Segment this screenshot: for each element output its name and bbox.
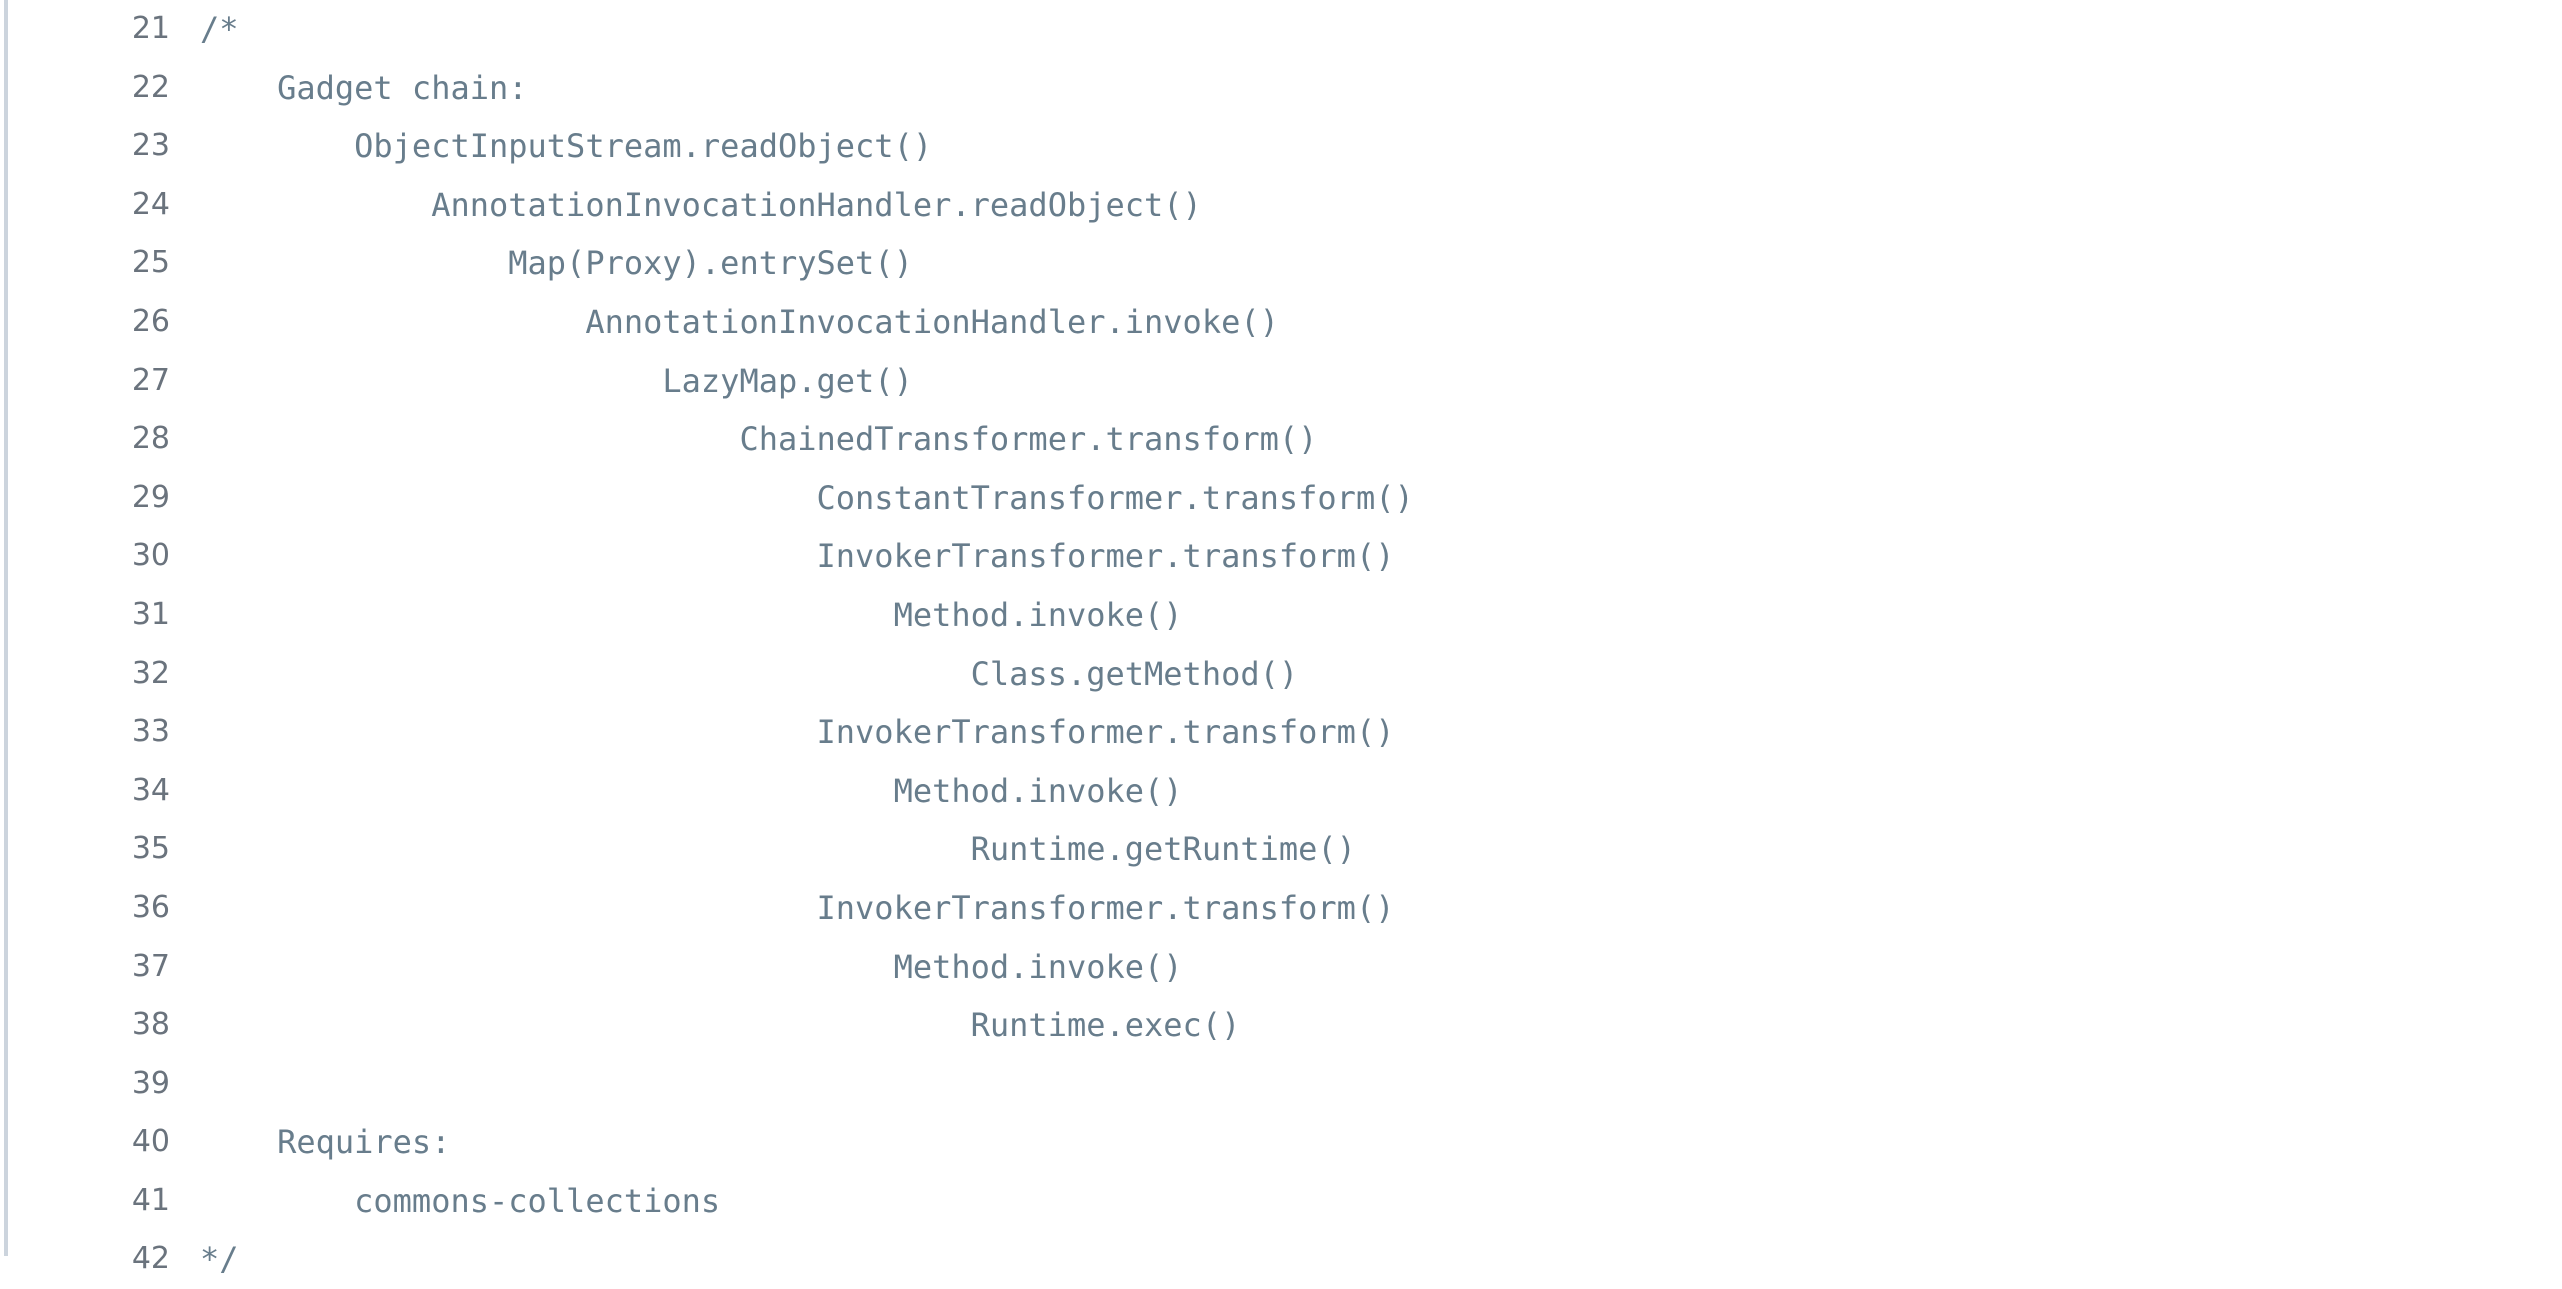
code-line[interactable]: 23 ObjectInputStream.readObject()	[0, 117, 2562, 176]
code-line[interactable]: 37 Method.invoke()	[0, 938, 2562, 997]
line-content[interactable]: Runtime.getRuntime()	[200, 830, 1356, 869]
code-line[interactable]: 27 LazyMap.get()	[0, 352, 2562, 411]
line-number: 22	[131, 69, 170, 105]
line-number: 24	[131, 186, 170, 222]
line-content[interactable]: InvokerTransformer.transform()	[200, 888, 1395, 927]
code-line[interactable]: 42 */	[0, 1230, 2562, 1289]
code-line[interactable]: 31 Method.invoke()	[0, 586, 2562, 645]
code-line[interactable]: 41 commons-collections	[0, 1172, 2562, 1231]
line-content[interactable]: AnnotationInvocationHandler.invoke()	[200, 302, 1279, 341]
code-line[interactable]: 38 Runtime.exec()	[0, 996, 2562, 1055]
code-line[interactable]: 25 Map(Proxy).entrySet()	[0, 234, 2562, 293]
line-number: 37	[131, 948, 170, 984]
code-line[interactable]: 34 Method.invoke()	[0, 762, 2562, 821]
code-line[interactable]: 40 Requires:	[0, 1113, 2562, 1172]
line-number: 30	[131, 538, 170, 574]
code-line[interactable]: 26 AnnotationInvocationHandler.invoke()	[0, 293, 2562, 352]
line-number: 21	[131, 11, 170, 46]
line-number: 34	[131, 772, 170, 808]
line-content[interactable]: commons-collections	[200, 1181, 721, 1220]
line-content[interactable]: Map(Proxy).entrySet()	[200, 244, 913, 283]
line-number: 27	[131, 362, 170, 398]
line-number: 25	[131, 245, 170, 281]
code-line[interactable]: 22 Gadget chain:	[0, 59, 2562, 118]
line-content[interactable]: /*	[200, 10, 239, 48]
line-content[interactable]: Method.invoke()	[200, 771, 1183, 810]
line-number: 40	[131, 1124, 170, 1160]
code-line[interactable]: 35 Runtime.getRuntime()	[0, 820, 2562, 879]
line-number: 38	[131, 1007, 170, 1043]
code-line[interactable]: 24 AnnotationInvocationHandler.readObjec…	[0, 176, 2562, 235]
line-content[interactable]: Requires:	[200, 1123, 451, 1162]
line-number: 29	[131, 479, 170, 515]
line-content[interactable]: Method.invoke()	[200, 595, 1183, 634]
code-line[interactable]: 36 InvokerTransformer.transform()	[0, 879, 2562, 938]
line-content[interactable]: LazyMap.get()	[200, 361, 913, 400]
line-content[interactable]: */	[200, 1240, 239, 1279]
line-number: 42	[131, 1241, 170, 1277]
line-number: 32	[131, 655, 170, 691]
line-number: 36	[131, 889, 170, 925]
line-number: 28	[131, 421, 170, 457]
line-number: 41	[131, 1182, 170, 1218]
line-content[interactable]: InvokerTransformer.transform()	[200, 713, 1395, 752]
code-line[interactable]: 28 ChainedTransformer.transform()	[0, 410, 2562, 469]
line-number: 26	[131, 303, 170, 339]
line-content[interactable]: Gadget chain:	[200, 68, 528, 107]
line-number: 31	[131, 596, 170, 632]
code-line[interactable]: 32 Class.getMethod()	[0, 645, 2562, 704]
line-content[interactable]: ObjectInputStream.readObject()	[200, 127, 933, 166]
line-content[interactable]: Runtime.exec()	[200, 1006, 1241, 1045]
code-line[interactable]: 29 ConstantTransformer.transform()	[0, 469, 2562, 528]
line-content[interactable]: Method.invoke()	[200, 947, 1183, 986]
line-content[interactable]: ConstantTransformer.transform()	[200, 478, 1414, 517]
line-number: 23	[131, 128, 170, 164]
code-line[interactable]: 39	[0, 1055, 2562, 1114]
line-number: 35	[131, 831, 170, 867]
line-content[interactable]: ChainedTransformer.transform()	[200, 420, 1318, 459]
line-number: 33	[131, 714, 170, 750]
line-content[interactable]: Class.getMethod()	[200, 654, 1299, 693]
code-line[interactable]: 30 InvokerTransformer.transform()	[0, 527, 2562, 586]
code-line[interactable]: 21 /*	[0, 0, 2562, 59]
line-content[interactable]: AnnotationInvocationHandler.readObject()	[200, 185, 1202, 224]
line-number: 39	[131, 1065, 170, 1101]
gutter-rule	[4, 0, 8, 1256]
line-content[interactable]: InvokerTransformer.transform()	[200, 537, 1395, 576]
code-line[interactable]: 33 InvokerTransformer.transform()	[0, 703, 2562, 762]
